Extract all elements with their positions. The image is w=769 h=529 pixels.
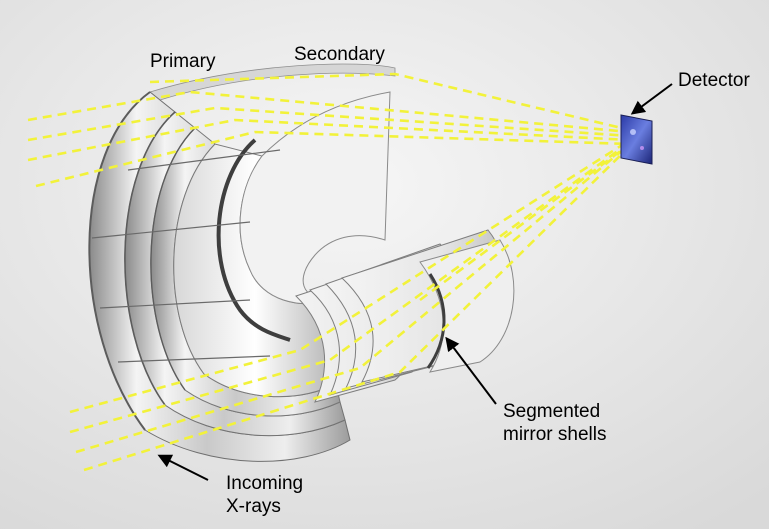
label-primary-text: Primary <box>150 51 216 72</box>
mirror-shells <box>88 63 515 462</box>
label-secondary: Secondary <box>294 43 385 66</box>
front-rim-2 <box>124 111 176 406</box>
shell-groove <box>216 138 291 342</box>
pointer-arrows <box>157 83 673 481</box>
xray-ray <box>35 130 631 188</box>
detector-glint <box>640 146 644 150</box>
xray-paths <box>27 72 631 472</box>
label-detector-text: Detector <box>678 70 750 91</box>
label-segmented-mirror-shells: Segmented mirror shells <box>503 400 606 446</box>
label-incoming-xrays: Incoming X-rays <box>226 472 303 518</box>
label-detector: Detector <box>678 69 750 92</box>
detector <box>620 114 653 165</box>
xray-ray <box>27 90 631 134</box>
xray-ray <box>27 106 631 142</box>
xray-ray <box>419 142 631 302</box>
segment-seam <box>127 149 281 171</box>
xray-ray <box>75 142 631 454</box>
xray-ray <box>69 140 631 434</box>
segmented-groove <box>426 273 446 369</box>
front-rim-3 <box>150 127 196 391</box>
xray-ray <box>149 72 631 132</box>
label-primary: Primary <box>150 50 215 73</box>
label-segmented-line1: Segmented <box>503 401 601 422</box>
incoming-arrow <box>157 454 209 481</box>
segment-seam <box>117 355 271 363</box>
detector-glint <box>630 129 636 135</box>
label-segmented-line2: mirror shells <box>503 424 607 445</box>
xray-ray <box>83 145 631 472</box>
segmented-arrow <box>445 336 497 405</box>
inner-shell-secondary <box>239 91 391 305</box>
shell-back-rim <box>149 63 396 101</box>
segment-seam <box>91 221 251 239</box>
segment-seam <box>99 299 251 309</box>
detector-arrow <box>630 83 673 115</box>
xray-ray <box>27 118 631 162</box>
label-incoming-line1: Incoming <box>226 473 304 494</box>
xray-ray <box>69 138 631 414</box>
detector-panel <box>620 114 653 165</box>
label-incoming-line2: X-rays <box>226 496 281 517</box>
label-secondary-text: Secondary <box>294 44 385 65</box>
front-rim-outer <box>88 91 151 431</box>
